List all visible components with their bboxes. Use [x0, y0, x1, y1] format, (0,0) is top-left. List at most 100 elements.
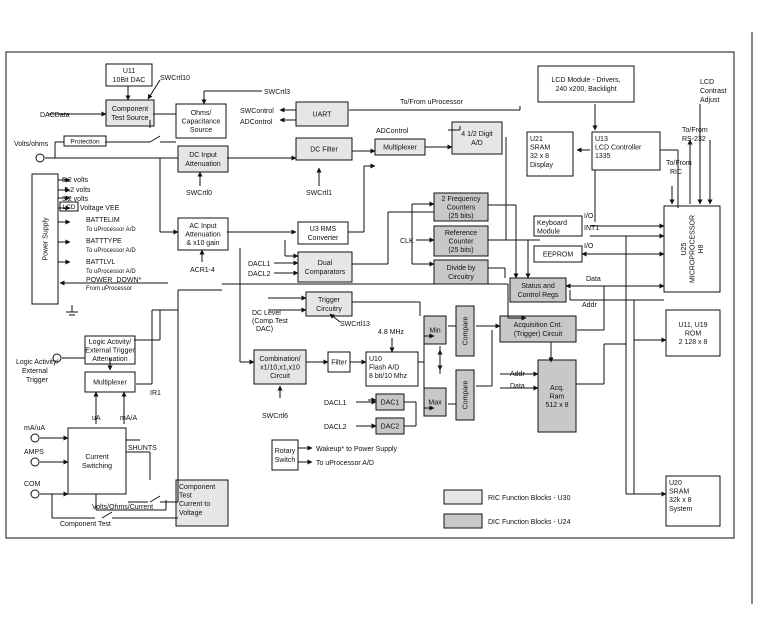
block-text: Attenuation [185, 231, 221, 238]
block-box [433, 259, 489, 285]
label-swctl1: SWCrtl1 [306, 190, 332, 197]
block-text: DAC2 [381, 423, 400, 430]
label-power-down: POWER_DOWN* [86, 277, 142, 284]
label-volts-ohms-current: Volts/Ohms/Current [92, 504, 153, 511]
block-box [433, 225, 489, 257]
block-text: Compare [462, 317, 469, 346]
wiring [30, 79, 713, 519]
block-text: (25 bits) [448, 213, 473, 220]
block-text: ROM [685, 330, 702, 337]
diagram-frame [5, 51, 735, 539]
block-text: A/D [471, 140, 483, 147]
block-text: U11, U19 [678, 322, 707, 329]
block-text: DAC1 [381, 399, 400, 406]
block-text: (25 bits) [448, 247, 473, 254]
block-text: Circuitry [316, 306, 342, 313]
legend-label-ric: RIC Function Blocks - U30 [488, 495, 571, 502]
label-swcontrol: SWControl [240, 108, 274, 115]
block-text: Dual [318, 260, 333, 267]
label-dc-level-3: DAC) [256, 326, 273, 333]
label-batttype: BATTTYPE [86, 238, 122, 245]
block-text: 8 bit/10 Mhz [369, 373, 408, 380]
block-text: Source [190, 127, 212, 134]
label-swctl0: SWCrtl0 [186, 190, 212, 197]
block-text: Compare [462, 381, 469, 410]
block-box [253, 349, 307, 385]
label-batttype-to: To uProcessor A/D [86, 248, 136, 254]
block-text: & x10 gain [186, 240, 219, 247]
block-box [297, 251, 353, 283]
label-ma-a: mA/A [120, 415, 137, 422]
block-box [297, 221, 349, 245]
block-protection: Protection [63, 135, 107, 147]
label-clk: CLK [400, 238, 414, 245]
block-text: Keyboard [537, 220, 567, 227]
block-text: EEPROM [543, 251, 574, 258]
label-lcd-contrast-1: LCD [700, 79, 714, 86]
block-text: U25 [681, 242, 688, 255]
block-text: AC Input [189, 223, 216, 230]
block-box [433, 192, 489, 222]
block-box [271, 439, 299, 471]
legend-swatch-dic [443, 513, 483, 529]
block-text: Circuitry [448, 274, 474, 281]
legend-label-dic: DIC Function Blocks - U24 [488, 519, 571, 526]
label-com: COM [24, 481, 41, 488]
block-eeprom: EEPROM [533, 245, 583, 263]
block-text: Ohms/ [191, 110, 212, 117]
label-int1: INT1 [584, 225, 599, 232]
block-vref-lcd: LCD [59, 201, 79, 212]
block-min: Min [423, 315, 447, 345]
block-text: LCD Controller [595, 145, 642, 152]
block-text: 512 x 8 [546, 402, 569, 409]
block-text: Circuit [270, 373, 290, 380]
block-text: Trigger [318, 297, 341, 304]
block-text: (Trigger) Circuit [514, 331, 562, 338]
label-voltage-vee: Voltage VEE [80, 205, 120, 212]
block-text: Status and [521, 283, 555, 290]
block-box [175, 479, 229, 527]
block-text: Flash A/D [369, 365, 399, 372]
block-text: 2 Frequency [442, 196, 481, 203]
block-text: Combination/ [259, 356, 300, 363]
block-box [67, 427, 127, 495]
block-box [509, 277, 567, 303]
label-dacdata: DACData [40, 112, 70, 119]
block-text: DC Filter [310, 146, 338, 153]
block-box [665, 309, 721, 357]
label-battlvl-to: To uProcessor A/D [86, 269, 136, 275]
label-dacl1-in: DACL1 [324, 400, 347, 407]
block-box [537, 359, 577, 433]
label-v32: 3.2 volts [62, 196, 89, 203]
label-to-up-ad: To uProcessor A/D [316, 460, 374, 467]
label-addr-right: Addr [582, 302, 597, 309]
block-box [177, 217, 229, 251]
block-text: 1335 [595, 153, 611, 160]
label-lcd-contrast-2: Contrast [700, 88, 727, 95]
block-text: Counter [449, 238, 475, 245]
block-text: SRAM [669, 489, 689, 496]
block-text: Logic Activity/ [89, 339, 131, 346]
block-text: Current [85, 454, 108, 461]
label-v52: 5.2 volts [62, 177, 89, 184]
label-rs232-1: To/From [682, 127, 708, 134]
label-swctl13: SWCrtl13 [340, 321, 370, 328]
label-dacl1: DACL1 [248, 261, 271, 268]
label-adcontrol-left: ADControl [240, 119, 273, 126]
block-box [295, 137, 353, 161]
block-text: Attenuation [185, 161, 221, 168]
label-component-test: Component Test [60, 521, 111, 528]
label-wakeup: Wakeup* to Power Supply [316, 446, 398, 453]
label-dc-level-2: (Comp.Test [252, 318, 288, 325]
